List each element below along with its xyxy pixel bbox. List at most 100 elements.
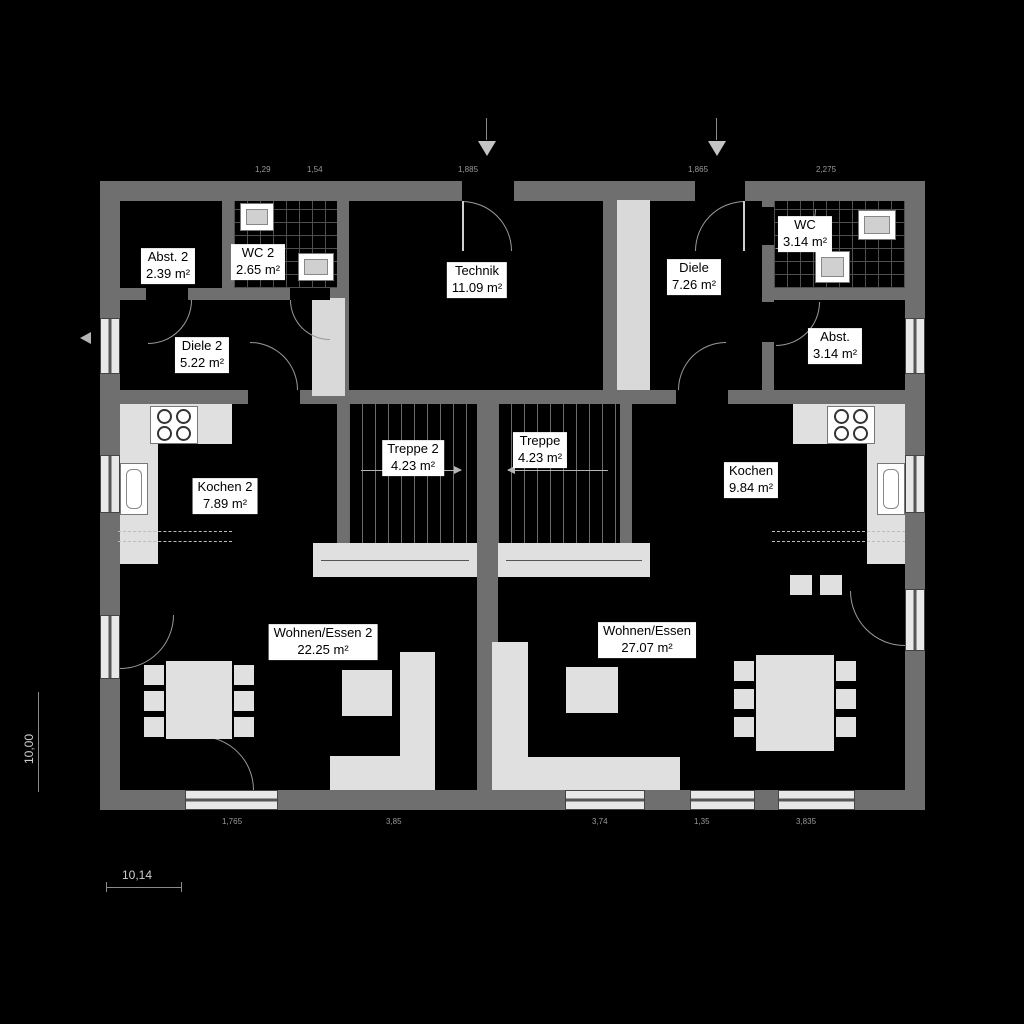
burner-icon — [853, 426, 868, 441]
dimension-text: 1,29 — [255, 165, 271, 174]
chair — [144, 717, 164, 737]
burner-icon — [176, 426, 191, 441]
dining-table — [166, 661, 232, 739]
sideboard — [498, 543, 650, 577]
room-name: Wohnen/Essen 2 — [273, 625, 373, 641]
window — [185, 790, 278, 810]
room-name: Treppe 2 — [387, 441, 439, 457]
entrance-marker-icon — [478, 141, 496, 156]
sink-icon — [120, 463, 148, 515]
dimension-text: 3,835 — [796, 817, 817, 826]
room-name: Treppe — [519, 433, 561, 449]
door-swing-arc — [290, 300, 330, 340]
window — [100, 615, 120, 679]
entrance-door-opening-right — [695, 181, 745, 201]
toilet-icon — [240, 203, 274, 231]
dimension-text: 1,885 — [458, 165, 479, 174]
door-leaf — [462, 201, 464, 251]
coffee-table — [342, 670, 392, 716]
door-swing-arc — [850, 591, 905, 646]
burner-icon — [176, 409, 191, 424]
room-area: 4.23 m² — [390, 458, 436, 473]
dimension-text: 1,865 — [688, 165, 709, 174]
sideboard — [313, 543, 477, 577]
door-opening-wc — [762, 207, 774, 245]
chair — [734, 689, 754, 709]
window — [100, 318, 120, 374]
toilet-icon — [858, 210, 896, 240]
cooktop-icon — [827, 406, 875, 444]
room-area: 3.14 m² — [782, 234, 828, 249]
room-name: Kochen 2 — [197, 479, 253, 495]
wall-under-wc — [762, 288, 905, 300]
room-name: Abst. 2 — [147, 249, 189, 265]
party-wall-top — [603, 181, 617, 404]
stool — [820, 575, 842, 595]
staircase-right — [498, 404, 620, 543]
shaft-right — [617, 200, 650, 390]
room-name: Diele 2 — [181, 338, 223, 354]
room-name: Wohnen/Essen — [603, 623, 691, 639]
chair — [836, 689, 856, 709]
window — [905, 318, 925, 374]
door-swing-arc — [695, 201, 745, 251]
room-label-abst: Abst.3.14 m² — [807, 328, 863, 364]
entrance-door-opening-left — [462, 181, 514, 201]
burner-icon — [834, 426, 849, 441]
door-swing-arc — [200, 736, 254, 790]
chair — [234, 717, 254, 737]
room-name: WC — [794, 217, 816, 233]
terrace-door — [905, 589, 925, 651]
room-name: Abst. — [820, 329, 850, 345]
stair-wall-left — [337, 400, 349, 546]
dimension-text: 3,85 — [386, 817, 402, 826]
chair — [144, 665, 164, 685]
burner-icon — [157, 409, 172, 424]
wall-horizontal-mid — [100, 390, 925, 404]
chair — [734, 661, 754, 681]
cooktop-icon — [150, 406, 198, 444]
dimension-text: 3,74 — [592, 817, 608, 826]
window — [100, 455, 120, 513]
stair-direction-arrow — [508, 470, 608, 471]
coffee-table — [566, 667, 618, 713]
entrance-marker-line — [486, 118, 487, 140]
room-area: 7.89 m² — [202, 496, 248, 511]
room-area: 11.09 m² — [451, 280, 503, 295]
room-area: 22.25 m² — [297, 642, 349, 657]
chair — [144, 691, 164, 711]
door-opening-kochen — [676, 390, 728, 404]
chair — [234, 691, 254, 711]
sink-icon — [877, 463, 905, 515]
stair-wall-right — [620, 400, 632, 546]
dimension-text: 1,765 — [222, 817, 243, 826]
dimension-tick — [106, 882, 107, 892]
door-opening-wc2 — [290, 288, 330, 300]
section-arrow-icon — [80, 332, 91, 344]
dimension-line — [38, 692, 39, 792]
entrance-marker-icon — [708, 141, 726, 156]
door-swing-arc — [462, 201, 512, 251]
chair — [234, 665, 254, 685]
burner-icon — [157, 426, 172, 441]
door-opening-abst2 — [146, 288, 188, 300]
counter-overhang-line — [118, 531, 232, 532]
dimension-text: 1,54 — [307, 165, 323, 174]
door-swing-arc — [250, 342, 298, 390]
window — [905, 455, 925, 513]
dimension-text: 10,00 — [22, 733, 36, 764]
dimension-text: 1,35 — [694, 817, 710, 826]
room-area: 9.84 m² — [728, 480, 774, 495]
